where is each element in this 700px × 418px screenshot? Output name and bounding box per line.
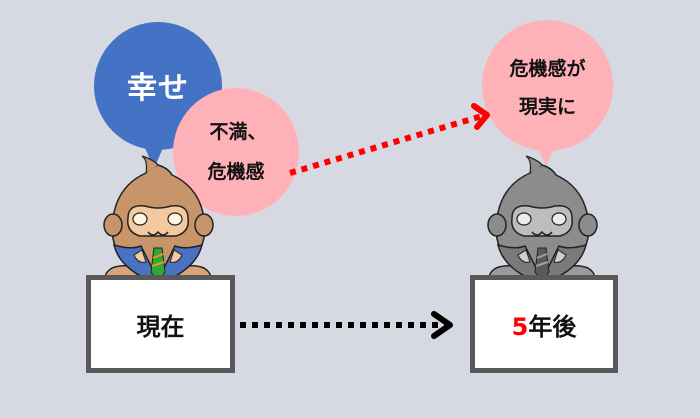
five-years-later-box: 5年後 — [470, 275, 618, 373]
reality-text-line1: 危機感が — [509, 57, 586, 80]
years-suffix: 年後 — [528, 312, 577, 341]
monkey-businessman-grayscale — [487, 155, 598, 285]
reality-bubble-tail — [536, 144, 556, 166]
worry-becomes-reality-arrow — [289, 103, 490, 176]
five-years-later-label: 5年後 — [512, 307, 577, 342]
present-label: 現在 — [136, 312, 185, 341]
reality-speech-bubble: 危機感が 現実に — [482, 20, 613, 151]
years-number: 5 — [511, 312, 529, 341]
present-box: 現在 — [86, 275, 235, 373]
worry-text-line2: 危機感 — [207, 161, 265, 183]
reality-text-line2: 現実に — [518, 95, 576, 118]
worry-text-line1: 不満、 — [209, 121, 267, 143]
happy-speech-bubble: 幸せ — [94, 22, 222, 150]
happy-text: 幸せ — [127, 71, 189, 106]
time-passage-arrow — [240, 311, 453, 339]
monkey-businessman-color — [103, 155, 214, 285]
